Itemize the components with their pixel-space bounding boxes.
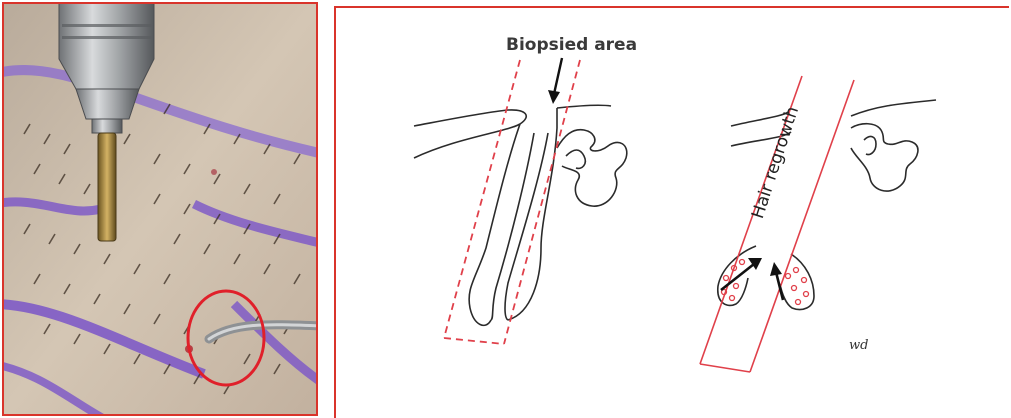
follicle-diagram: Biopsied area Hair regrowth wd bbox=[334, 6, 1009, 418]
biopsy-outline bbox=[444, 60, 580, 344]
biopsied-arrow bbox=[548, 58, 562, 104]
diagram-drawing bbox=[336, 8, 1009, 418]
biopsy-channel bbox=[700, 76, 854, 372]
biopsied-area-label: Biopsied area bbox=[506, 35, 637, 55]
signature: wd bbox=[849, 338, 868, 353]
biopsied-follicle bbox=[414, 105, 627, 325]
biopsy-photo bbox=[2, 2, 318, 416]
photo-drawing bbox=[4, 4, 316, 414]
